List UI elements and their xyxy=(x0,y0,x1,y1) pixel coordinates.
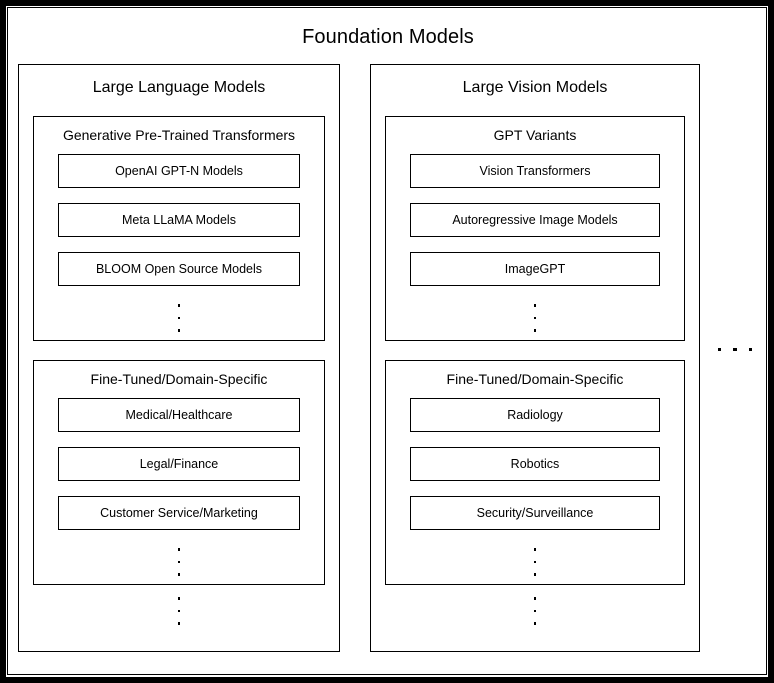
vertical-ellipsis-icon-column xyxy=(371,597,699,625)
ellipsis-dot xyxy=(177,609,181,613)
ellipsis-dot xyxy=(533,597,537,600)
vertical-ellipsis-icon xyxy=(34,304,324,332)
ellipsis-dot xyxy=(533,316,537,320)
item-box[interactable]: Meta LLaMA Models xyxy=(58,203,300,237)
column-title-large-vision-models: Large Vision Models xyxy=(462,79,608,96)
ellipsis-dot xyxy=(177,548,181,551)
ellipsis-dot xyxy=(748,348,753,352)
ellipsis-dot xyxy=(177,560,181,564)
vertical-ellipsis-icon-column xyxy=(19,597,339,625)
ellipsis-dot xyxy=(177,597,181,600)
column-large-vision-models[interactable]: Large Vision Models GPT Variants Vision … xyxy=(370,64,700,652)
ellipsis-dot xyxy=(177,573,181,576)
group-fine-tuned-domain-specific-llm[interactable]: Fine-Tuned/Domain-Specific Medical/Healt… xyxy=(33,360,325,585)
ellipsis-dot xyxy=(177,622,181,625)
ellipsis-dot xyxy=(177,329,181,332)
vertical-ellipsis-icon xyxy=(386,304,684,332)
ellipsis-dot xyxy=(718,348,722,352)
group-generative-pre-trained-transformers[interactable]: Generative Pre-Trained Transformers Open… xyxy=(33,116,325,341)
ellipsis-dot xyxy=(533,622,537,625)
horizontal-ellipsis-icon xyxy=(718,348,753,352)
item-box[interactable]: Vision Transformers xyxy=(410,154,660,188)
ellipsis-dot xyxy=(533,304,537,307)
group-fine-tuned-domain-specific-lvm[interactable]: Fine-Tuned/Domain-Specific Radiology Rob… xyxy=(385,360,685,585)
page-frame: Foundation Models Large Language Models … xyxy=(6,6,768,677)
item-list-gpt-variants: Vision Transformers Autoregressive Image… xyxy=(410,154,660,286)
ellipsis-dot xyxy=(733,348,737,352)
item-list-fine-tuned-domain-specific-llm: Medical/Healthcare Legal/Finance Custome… xyxy=(58,398,300,530)
item-box[interactable]: ImageGPT xyxy=(410,252,660,286)
item-box[interactable]: Robotics xyxy=(410,447,660,481)
item-box[interactable]: Medical/Healthcare xyxy=(58,398,300,432)
group-title-fine-tuned-domain-specific-lvm: Fine-Tuned/Domain-Specific xyxy=(446,371,624,387)
ellipsis-dot xyxy=(533,548,537,551)
item-list-generative-pre-trained-transformers: OpenAI GPT-N Models Meta LLaMA Models BL… xyxy=(58,154,300,286)
item-box[interactable]: OpenAI GPT-N Models xyxy=(58,154,300,188)
vertical-ellipsis-icon xyxy=(386,548,684,576)
ellipsis-dot xyxy=(533,560,537,564)
ellipsis-dot xyxy=(533,609,537,613)
column-title-large-language-models: Large Language Models xyxy=(92,79,266,96)
item-box[interactable]: Security/Surveillance xyxy=(410,496,660,530)
ellipsis-dot xyxy=(177,316,181,320)
item-box[interactable]: Radiology xyxy=(410,398,660,432)
group-title-generative-pre-trained-transformers: Generative Pre-Trained Transformers xyxy=(62,127,296,143)
item-box[interactable]: Legal/Finance xyxy=(58,447,300,481)
column-large-language-models[interactable]: Large Language Models Generative Pre-Tra… xyxy=(18,64,340,652)
group-title-gpt-variants: GPT Variants xyxy=(493,127,577,143)
page-title: Foundation Models xyxy=(302,26,474,48)
item-box[interactable]: Customer Service/Marketing xyxy=(58,496,300,530)
item-box[interactable]: BLOOM Open Source Models xyxy=(58,252,300,286)
group-gpt-variants[interactable]: GPT Variants Vision Transformers Autoreg… xyxy=(385,116,685,341)
ellipsis-dot xyxy=(533,573,537,576)
group-title-fine-tuned-domain-specific-llm: Fine-Tuned/Domain-Specific xyxy=(90,371,268,387)
ellipsis-dot xyxy=(177,304,181,307)
vertical-ellipsis-icon xyxy=(34,548,324,576)
ellipsis-dot xyxy=(533,329,537,332)
item-box[interactable]: Autoregressive Image Models xyxy=(410,203,660,237)
diagram-outer-box: Foundation Models Large Language Models … xyxy=(7,7,767,675)
item-list-fine-tuned-domain-specific-lvm: Radiology Robotics Security/Surveillance xyxy=(410,398,660,530)
